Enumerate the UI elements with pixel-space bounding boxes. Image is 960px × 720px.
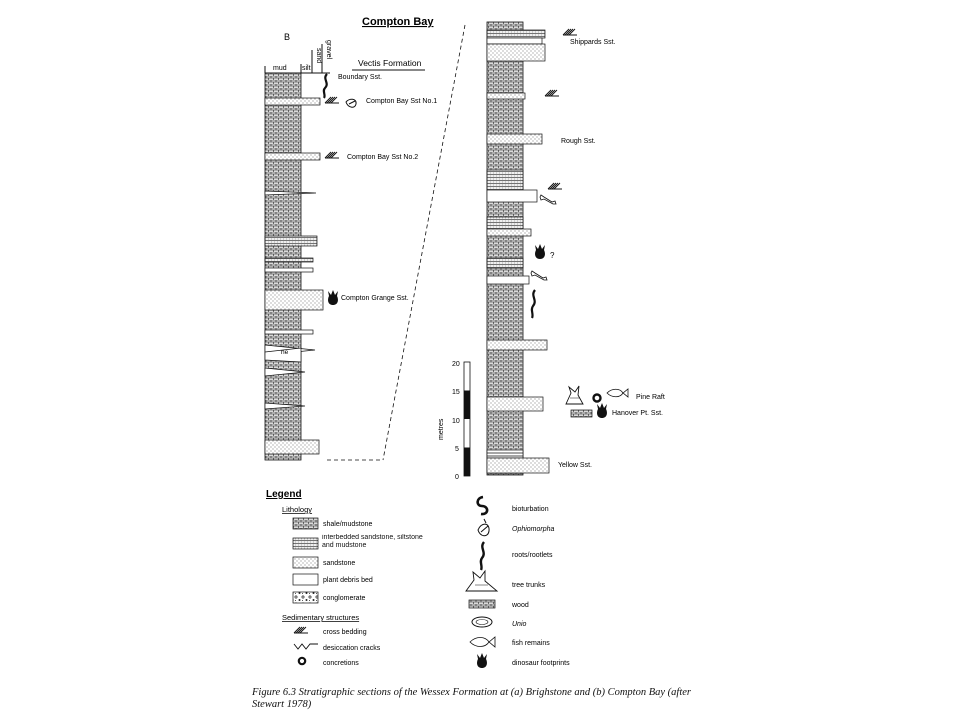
wood-icon xyxy=(468,599,496,609)
compton-grange-sst-label: Compton Grange Sst. xyxy=(341,295,409,302)
section-b-column xyxy=(486,21,550,476)
legend-tree-trunks: tree trunks xyxy=(512,582,546,589)
lithology-legend: shale/mudstone interbedded sandstone, si… xyxy=(292,517,423,604)
compton-bay-sst-2-label: Compton Bay Sst No.2 xyxy=(347,154,418,161)
scale-tick-20: 20 xyxy=(452,361,460,368)
shippards-sst-label: Shippards Sst. xyxy=(570,39,616,46)
compton-bay-sst-1-label: Compton Bay Sst No.1 xyxy=(366,98,437,105)
ophiomorpha-icon xyxy=(477,518,490,537)
root-icon-b xyxy=(530,289,536,319)
pine-raft-label: Pine Raft xyxy=(636,394,665,401)
legend-wood: wood xyxy=(511,602,529,609)
formation-label: Vectis Formation xyxy=(358,58,422,68)
cross-bedding-icon xyxy=(562,28,578,36)
yellow-sst-label: Yellow Sst. xyxy=(558,462,592,469)
desiccation-cracks-icon xyxy=(293,643,318,650)
hanover-pt-sst-label: Hanover Pt. Sst. xyxy=(612,410,663,417)
legend-fish: fish remains xyxy=(512,640,550,647)
scale-bar: 20 15 10 5 0 metres xyxy=(438,361,471,481)
legend-shale-mudstone: shale/mudstone xyxy=(323,521,373,528)
bioturbation-icon xyxy=(476,495,489,516)
dinosaur-footprint-icon xyxy=(597,403,607,418)
ne-label: ne xyxy=(281,349,289,356)
concretion-icon-b xyxy=(592,393,602,403)
cross-bedding-legend-icon xyxy=(293,626,309,634)
legend-bioturbation: bioturbation xyxy=(512,506,549,513)
dinosaur-footprint-legend-icon xyxy=(477,653,487,668)
legend-roots: roots/rootlets xyxy=(512,552,553,559)
correlation-line-top xyxy=(382,24,466,461)
scale-tick-0: 0 xyxy=(455,474,459,481)
tree-trunk-icon xyxy=(465,569,499,592)
question-mark: ? xyxy=(550,251,555,260)
cross-bedding-icon xyxy=(547,182,563,190)
roots-icon xyxy=(479,541,486,571)
legend-interbedded: interbedded sandstone, siltstone and mud… xyxy=(322,534,423,549)
tree-trunk-icon-b xyxy=(565,385,584,405)
legend-conglomerate: conglomerate xyxy=(323,595,366,602)
root-icon-a xyxy=(322,73,328,99)
scale-tick-10: 10 xyxy=(452,418,460,425)
bone-icon xyxy=(539,194,557,205)
boundary-sst-label: Boundary Sst. xyxy=(338,74,382,81)
fish-icon xyxy=(469,636,496,648)
legend-title: Legend xyxy=(266,489,302,500)
scale-unit: metres xyxy=(438,418,445,440)
header-sand: sand xyxy=(315,48,322,63)
dinosaur-footprint-icon-a xyxy=(328,290,338,305)
legend-sandstone: sandstone xyxy=(323,560,355,567)
wood-icon-b xyxy=(570,409,593,418)
cross-bedding-icon xyxy=(324,96,340,104)
legend-cross-bedding: cross bedding xyxy=(323,629,367,636)
legend-ophiomorpha: Ophiomorpha xyxy=(512,526,555,533)
legend-plant-debris: plant debris bed xyxy=(323,577,373,584)
header-silt: silt xyxy=(302,65,311,72)
cross-bedding-icon xyxy=(324,151,340,159)
section-a-label: B xyxy=(284,32,290,42)
cross-bedding-icon xyxy=(544,89,560,97)
legend-desiccation: desiccation cracks xyxy=(323,645,381,652)
legend-unio: Unio xyxy=(512,621,527,628)
fish-icon-b xyxy=(606,388,629,398)
header-gravel: gravel xyxy=(325,40,332,60)
ophiomorpha-icon-a xyxy=(345,98,357,108)
lithology-heading: Lithology xyxy=(282,505,312,514)
section-a-column xyxy=(264,72,324,461)
figure-caption: Figure 6.3 Stratigraphic sections of the… xyxy=(252,687,692,710)
rough-sst-label: Rough Sst. xyxy=(561,138,596,145)
concretions-icon xyxy=(297,656,307,666)
legend-dinosaur-footprints: dinosaur footprints xyxy=(512,660,570,667)
fossil-legend: bioturbation Ophiomorpha roots/rootlets … xyxy=(465,495,570,668)
scale-tick-5: 5 xyxy=(455,446,459,453)
legend-concretions: concretions xyxy=(323,660,359,667)
scale-tick-15: 15 xyxy=(452,389,460,396)
unio-icon xyxy=(471,616,493,628)
structures-legend: cross bedding desiccation cracks concret… xyxy=(293,626,381,667)
figure-title: Compton Bay xyxy=(362,16,434,28)
dinosaur-footprint-icon xyxy=(535,244,545,259)
grain-size-header: mud silt sand gravel xyxy=(264,40,332,74)
bone-icon xyxy=(530,270,548,281)
structures-heading: Sedimentary structures xyxy=(282,613,359,622)
header-mud: mud xyxy=(273,65,287,72)
